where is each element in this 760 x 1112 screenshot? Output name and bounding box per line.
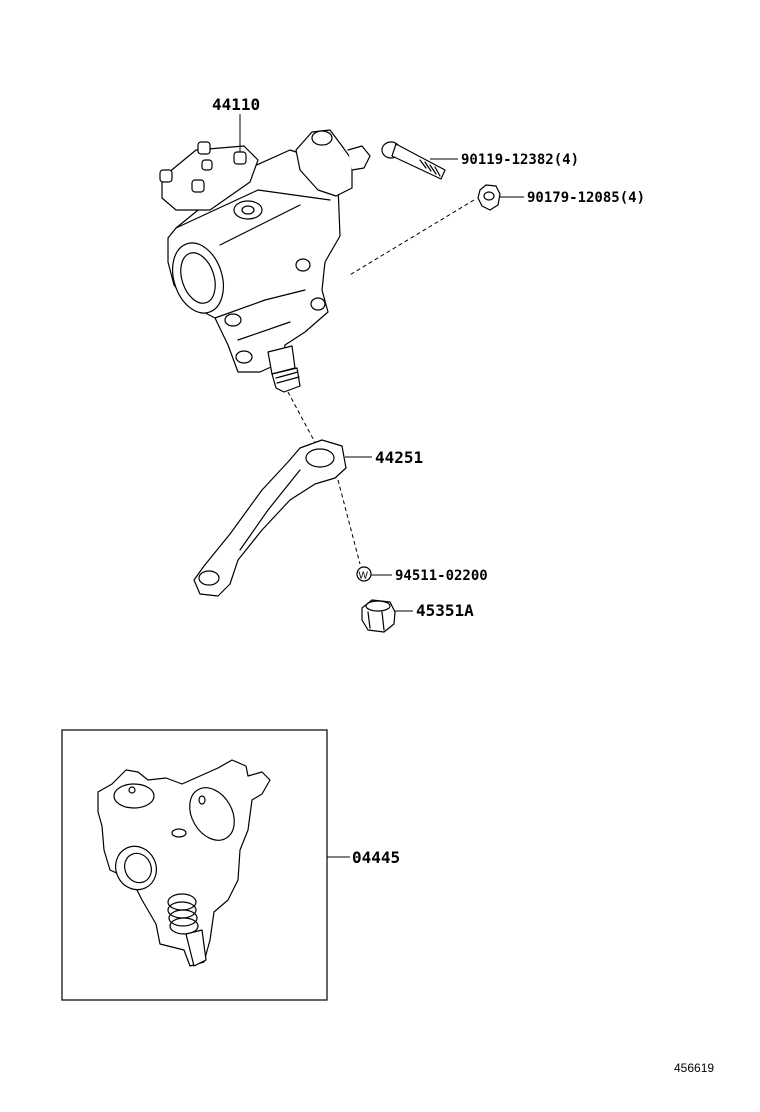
part-label-44110: 44110 <box>212 95 260 114</box>
washer-illustration: W <box>356 566 372 582</box>
assembly-line-arm <box>337 479 361 565</box>
diagram-code: 456619 <box>674 1061 714 1075</box>
part-label-04445: 04445 <box>352 848 400 867</box>
assembly-line-nut <box>347 199 475 277</box>
pitman-arm-illustration <box>193 439 347 597</box>
bolt-illustration <box>381 141 446 180</box>
gasket-kit-illustration <box>97 759 271 967</box>
part-label-90119: 90119-12382(4) <box>461 152 579 168</box>
steering-gear-illustration <box>159 129 371 393</box>
part-label-45351A: 45351A <box>416 601 474 620</box>
part-label-44251: 44251 <box>375 448 423 467</box>
nut-illustration <box>477 184 501 211</box>
gasket-kit-box <box>61 729 328 1001</box>
cap-illustration <box>361 599 396 633</box>
washer-symbol: W <box>359 571 369 582</box>
assembly-line-shaft <box>287 391 319 449</box>
part-label-94511: 94511-02200 <box>395 568 488 584</box>
part-label-90179: 90179-12085(4) <box>527 190 645 206</box>
